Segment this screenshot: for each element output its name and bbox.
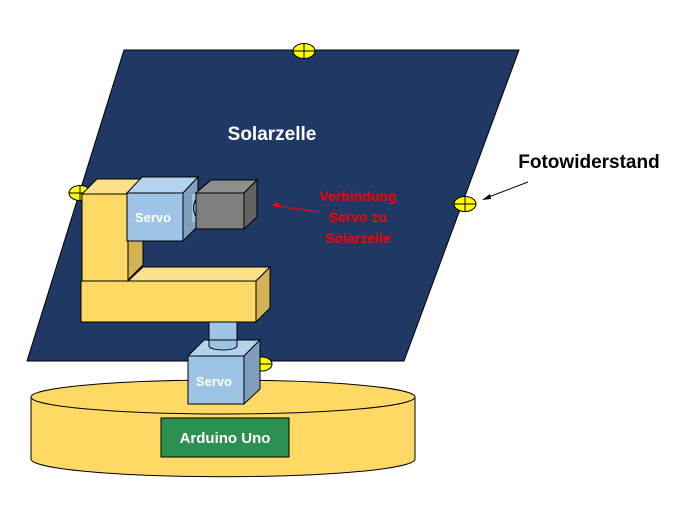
- servo-top-label: Servo: [135, 210, 171, 225]
- photoresistor-label: Fotowiderstand: [518, 152, 659, 173]
- connection-label-line2: Servo zu: [329, 209, 387, 225]
- servo-bottom: Servo: [186, 338, 262, 406]
- connection-label-line1: Verbindung: [320, 188, 397, 204]
- photoresistor-right-icon: [453, 196, 477, 212]
- photoresistor-arrow: [482, 181, 529, 200]
- connection-arrow: [271, 202, 321, 213]
- solar-panel-label: Solarzelle: [228, 124, 317, 145]
- bracket-horizontal: [80, 265, 272, 324]
- arduino-label: Arduino Uno: [180, 430, 271, 447]
- connector-block: [194, 178, 259, 231]
- servo-top: Servo: [125, 175, 200, 243]
- photoresistor-top-icon: [292, 43, 316, 59]
- connection-label-line3: Solarzelle: [325, 230, 391, 246]
- servo-bottom-label: Servo: [196, 374, 232, 389]
- arduino-board: [160, 417, 290, 458]
